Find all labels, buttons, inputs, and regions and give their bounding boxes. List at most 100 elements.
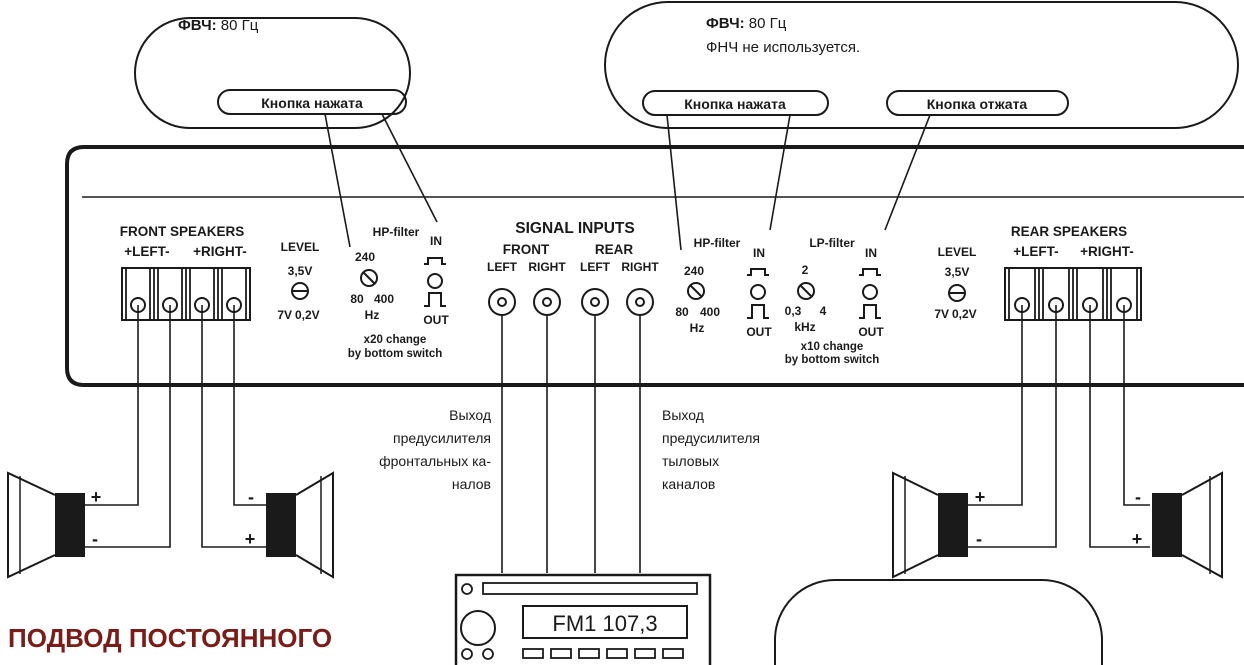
rear-speakers-terminal: REAR SPEAKERS +LEFT- +RIGHT- bbox=[1004, 224, 1142, 321]
level-max: 0,2V bbox=[295, 308, 320, 322]
amplifier-panel bbox=[65, 145, 1244, 387]
head-unit: FM1 107,3 bbox=[454, 573, 712, 665]
svg-text:Выход: Выход bbox=[662, 407, 704, 423]
signal-rear-label: REAR bbox=[595, 242, 634, 257]
callout-bubble-partial bbox=[774, 579, 1103, 665]
callout-right: ФВЧ: 80 Гц ФНЧ не используется. Кнопка н… bbox=[604, 0, 1239, 129]
rca-jack bbox=[488, 288, 516, 316]
level-title: LEVEL bbox=[938, 245, 977, 259]
range-note: by bottom switch bbox=[348, 348, 443, 360]
hp-filter-low: 80 bbox=[350, 292, 364, 306]
polarity-plus: + bbox=[975, 487, 986, 507]
switch-button bbox=[750, 284, 766, 300]
button-state-text: Кнопка нажата bbox=[261, 95, 363, 111]
switch-in-icon bbox=[424, 257, 446, 265]
callout-bubble bbox=[604, 0, 1239, 129]
polarity-plus: + bbox=[91, 487, 102, 507]
hp-filter-unit: Hz bbox=[690, 321, 705, 335]
level-knob bbox=[291, 282, 309, 300]
switch-in-label: IN bbox=[753, 246, 765, 260]
rear-left-label: +LEFT- bbox=[1013, 244, 1058, 259]
section-heading: ПОДВОД ПОСТОЯННОГО bbox=[8, 623, 332, 653]
callout-label-value: 80 Гц bbox=[217, 17, 259, 34]
range-note: x20 change bbox=[364, 334, 427, 346]
signal-inputs-title: SIGNAL INPUTS bbox=[515, 220, 634, 237]
hp-filter-left: HP-filter 240 80 400 Hz IN OUT x20 chang… bbox=[348, 225, 450, 360]
hp-filter-title: HP-filter bbox=[694, 236, 741, 250]
button-state-pill bbox=[217, 89, 407, 115]
svg-text:тыловых: тыловых bbox=[662, 453, 719, 469]
display-screen bbox=[522, 605, 688, 639]
leader-lines bbox=[324, 113, 931, 251]
level-title: LEVEL bbox=[281, 240, 320, 254]
switch-in-icon bbox=[859, 268, 881, 276]
rca-jack bbox=[626, 288, 654, 316]
button-state-text: Кнопка отжата bbox=[927, 96, 1028, 112]
svg-text:фронтальных ка-: фронтальных ка- bbox=[379, 453, 491, 469]
lp-filter-title: LP-filter bbox=[809, 236, 855, 250]
callout-label-value: 80 Гц bbox=[745, 15, 787, 32]
front-right-label: +RIGHT- bbox=[193, 244, 247, 259]
hp-filter-top-freq: 240 bbox=[684, 264, 704, 278]
level-knob bbox=[948, 284, 966, 302]
level-min: 7V bbox=[277, 308, 292, 322]
switch-in-icon bbox=[747, 268, 769, 276]
speaker-front-right: - + bbox=[245, 471, 334, 579]
hp-filter-knob bbox=[687, 282, 705, 300]
rear-output-annotation: Выход предусилителя тыловых каналов bbox=[662, 407, 760, 492]
front-speakers-title: FRONT SPEAKERS bbox=[120, 224, 245, 239]
callout-line2: ФНЧ не используется. bbox=[706, 39, 860, 56]
level-control-left: LEVEL 3,5V 7V 0,2V bbox=[277, 240, 319, 322]
callout-label-bold: ФВЧ: bbox=[178, 17, 217, 34]
level-top: 3,5V bbox=[288, 264, 313, 278]
front-left-label: +LEFT- bbox=[124, 244, 169, 259]
button-state-pill bbox=[886, 90, 1069, 116]
svg-text:ФВЧ: 80 Гц: ФВЧ: 80 Гц bbox=[706, 15, 787, 32]
hp-filter-high: 400 bbox=[700, 305, 720, 319]
level-top: 3,5V bbox=[945, 265, 970, 279]
rca-jack bbox=[581, 288, 609, 316]
volume-knob bbox=[460, 610, 496, 646]
lp-filter-high: 4 bbox=[820, 304, 827, 318]
range-note: x10 change bbox=[801, 341, 864, 353]
callout-bubble bbox=[134, 17, 411, 129]
signal-channel-label: RIGHT bbox=[528, 260, 566, 274]
lp-filter: LP-filter 2 0,3 4 kHz IN OUT x10 change … bbox=[785, 236, 885, 366]
button-state-text: Кнопка нажата bbox=[684, 96, 786, 112]
polarity-minus: - bbox=[976, 529, 982, 549]
switch-in-label: IN bbox=[865, 246, 877, 260]
lp-filter-unit: kHz bbox=[794, 320, 815, 334]
lp-filter-knob bbox=[797, 282, 815, 300]
lp-filter-low: 0,3 bbox=[785, 304, 802, 318]
signal-channel-label: LEFT bbox=[487, 260, 518, 274]
range-note: by bottom switch bbox=[785, 354, 880, 366]
switch-out-icon bbox=[859, 304, 881, 319]
svg-text:налов: налов bbox=[452, 476, 491, 492]
hp-filter-high: 400 bbox=[374, 292, 394, 306]
polarity-plus: + bbox=[245, 529, 256, 549]
level-max: 0,2V bbox=[952, 307, 977, 321]
switch-out-label: OUT bbox=[858, 325, 884, 339]
hp-filter-title: HP-filter bbox=[373, 225, 420, 239]
hp-filter-right: HP-filter 240 80 400 Hz IN OUT bbox=[675, 236, 772, 339]
polarity-minus: - bbox=[248, 487, 254, 507]
hp-filter-unit: Hz bbox=[365, 308, 380, 322]
display-text: FM1 107,3 bbox=[552, 611, 657, 636]
polarity-plus: + bbox=[1132, 529, 1143, 549]
speaker-front-left: + - bbox=[7, 471, 102, 579]
speaker-rear-left: + - bbox=[892, 471, 986, 579]
switch-out-icon bbox=[424, 292, 446, 307]
level-min: 7V bbox=[934, 307, 949, 321]
front-output-annotation: Выход предусилителя фронтальных ка- нало… bbox=[379, 407, 491, 492]
signal-channel-label: RIGHT bbox=[621, 260, 659, 274]
svg-text:ФВЧ: 80 Гц: ФВЧ: 80 Гц bbox=[178, 17, 259, 34]
hp-filter-top-freq: 240 bbox=[355, 250, 375, 264]
rear-right-label: +RIGHT- bbox=[1080, 244, 1134, 259]
svg-text:предусилителя: предусилителя bbox=[662, 430, 760, 446]
hp-filter-knob bbox=[360, 269, 378, 287]
signal-channel-label: LEFT bbox=[580, 260, 611, 274]
lp-filter-top-freq: 2 bbox=[802, 263, 809, 277]
callout-label-bold: ФВЧ: bbox=[706, 15, 745, 32]
svg-text:предусилителя: предусилителя bbox=[393, 430, 491, 446]
